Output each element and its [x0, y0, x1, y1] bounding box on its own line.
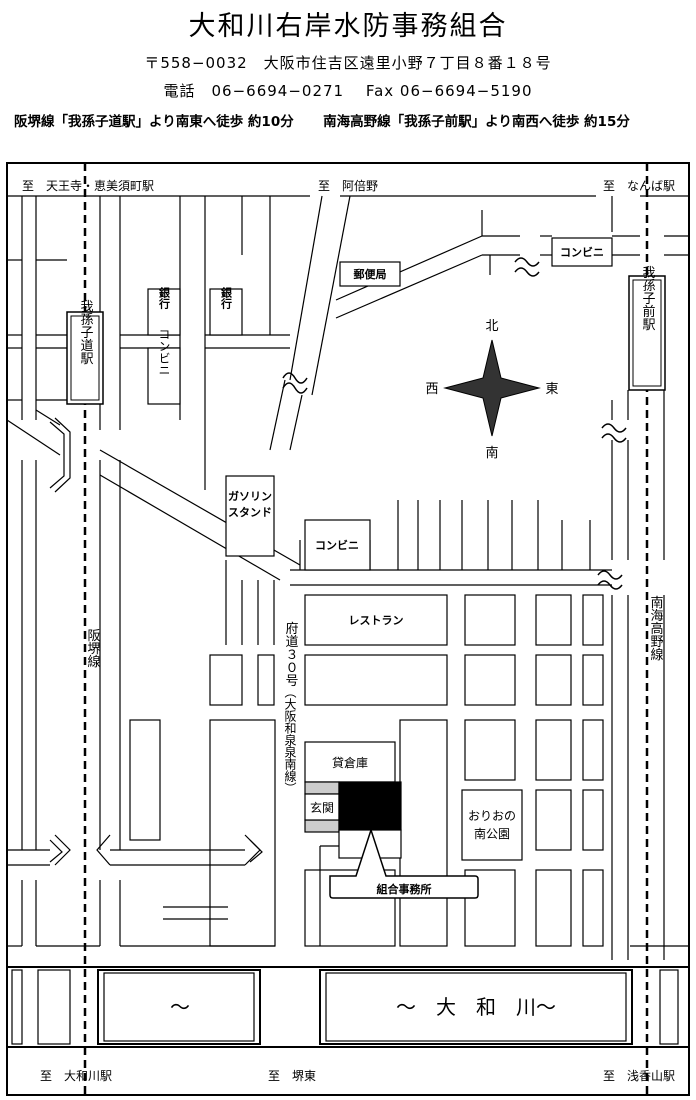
office-label: 組合事務所 — [377, 882, 432, 896]
entrance-label: 玄関 — [310, 800, 334, 815]
station-abikomae — [628, 275, 666, 391]
gas-station-box — [225, 475, 275, 557]
bank2-box — [209, 288, 243, 336]
dest-top-left: 至 天王寺・恵美須町駅 — [22, 179, 154, 193]
route30-label: 府道３０号 — [283, 622, 299, 687]
access-info: 阪堺線「我孫子道駅」より南東へ徒歩 約10分 南海高野線「我孫子前駅」より南西へ… — [14, 110, 630, 130]
post-office-label: 郵便局 — [354, 267, 387, 281]
address: 〒558−0032 大阪市住吉区遠里小野７丁目８番１８号 — [144, 54, 552, 72]
convenience-center-label: コンビニ — [315, 538, 359, 552]
compass-west: 西 — [425, 382, 438, 397]
bank1-label: 銀行 — [158, 286, 172, 310]
gas-station-label-1: ガソリン — [228, 489, 272, 503]
station-abikomae-label: 我孫子前駅 — [640, 266, 656, 332]
hankai-line-label: 阪堺線 — [85, 629, 101, 668]
post-office-box — [339, 261, 401, 287]
break-marks — [282, 257, 627, 590]
compass-rose — [443, 339, 541, 437]
nankai-line-label: 南海高野線 — [648, 595, 664, 661]
compass-south: 南 — [485, 445, 498, 461]
dest-bottom-center: 至 堺東 — [268, 1069, 316, 1083]
park-label-1: おりおの — [468, 809, 516, 823]
park-label-2: 南公園 — [474, 826, 510, 841]
park-box — [461, 789, 523, 861]
office-callout — [329, 827, 479, 899]
convenience-center-box — [304, 519, 371, 571]
compass-east: 東 — [545, 381, 558, 397]
phone-fax: 電話 06−6694−0271 Fax 06−6694−5190 — [163, 82, 533, 100]
station-abikomichi — [66, 311, 104, 405]
convenience-left-label: コンビニ — [157, 328, 171, 376]
convenience-left-box — [147, 347, 181, 405]
dest-top-center: 至 阿倍野 — [318, 178, 378, 193]
river-name: 〜 大 和 川〜 — [396, 995, 556, 1019]
warehouse-label: 貸倉庫 — [332, 755, 368, 770]
city-blocks — [7, 594, 689, 947]
gas-station-label-2: スタンド — [228, 506, 272, 519]
office-building — [338, 781, 402, 831]
restaurant-label: レストラン — [349, 614, 404, 627]
convenience-top-label: コンビニ — [560, 245, 604, 259]
yamato-river — [7, 966, 689, 1048]
river-wave-left: 〜 — [170, 995, 190, 1019]
dest-top-right: 至 なんば駅 — [603, 179, 675, 193]
entrance-step-2 — [304, 819, 340, 833]
compass-north: 北 — [485, 319, 498, 334]
map-frame — [6, 162, 690, 1096]
bank2-label: 銀行 — [220, 286, 234, 310]
access-nankai: 南海高野線「我孫子前駅」より南西へ徒歩 約15分 — [323, 114, 630, 130]
page-title: 大和川右岸水防事務組合 — [188, 11, 508, 42]
dest-bottom-right: 至 浅香山駅 — [603, 1069, 675, 1083]
access-hankai: 阪堺線「我孫子道駅」より南東へ徒歩 約10分 — [14, 114, 294, 130]
left-ramps — [49, 834, 263, 866]
route30-sub-label: （大阪和泉泉南線） — [283, 686, 297, 794]
dest-bottom-left: 至 大和川駅 — [40, 1069, 112, 1083]
bank1-box — [147, 288, 181, 336]
station-abikomichi-label: 我孫子道駅 — [78, 300, 94, 366]
convenience-top-box — [551, 237, 613, 267]
entrance-step-1 — [304, 781, 340, 795]
